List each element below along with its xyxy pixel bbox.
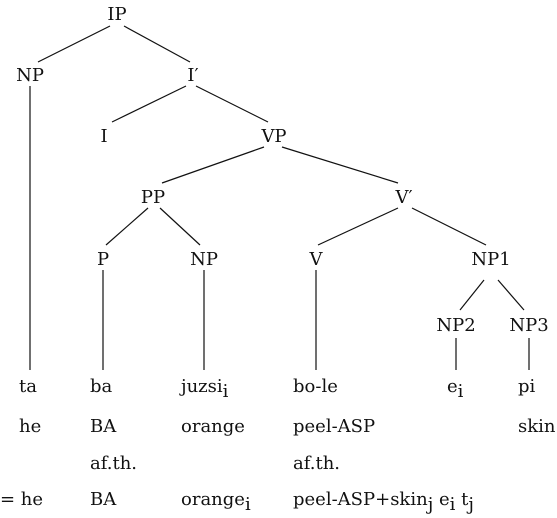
afth-row: af.th. af.th.: [90, 453, 340, 474]
gloss-he: he: [19, 416, 41, 437]
node-np1: NP1: [471, 249, 510, 270]
word-juzsi-index: i: [223, 381, 229, 402]
branch-vbar-v: [317, 207, 399, 246]
final-trace-t: t: [455, 489, 469, 510]
branch-ibar-i: [111, 85, 187, 123]
final-peel-stem: peel-ASP+skin: [293, 489, 428, 510]
word-pi: pi: [518, 376, 536, 397]
final-t-index-j: j: [466, 494, 474, 515]
final-he: = he: [0, 489, 43, 510]
gloss-orange: orange: [181, 416, 245, 437]
gloss-skin: skin: [518, 416, 556, 437]
node-v: V: [309, 249, 324, 270]
branch-pp-p: [105, 207, 149, 246]
final-orange-index: i: [245, 494, 251, 515]
word-juzsi: juzsii: [179, 376, 229, 402]
final-gloss-row: = he BA orangei peel-ASP+skinj ei tj: [0, 489, 474, 515]
node-np2: NP2: [436, 315, 475, 336]
word-e-stem: e: [447, 376, 458, 397]
tree-words: ta ba juzsii bo-le ei pi: [19, 376, 536, 402]
word-juzsi-stem: juzsi: [179, 376, 223, 397]
node-pp: PP: [141, 187, 165, 208]
final-ba: BA: [90, 489, 117, 510]
word-e: ei: [447, 376, 464, 402]
final-orange: orangei: [181, 489, 251, 515]
node-ip: IP: [107, 4, 126, 25]
word-bole: bo-le: [293, 376, 338, 397]
final-empty-e: e: [433, 489, 449, 510]
final-peel-trace: peel-ASP+skinj ei tj: [293, 489, 474, 515]
tree-nodes: IP NP I′ I VP PP V′ P NP V NP1 NP2 NP3: [16, 4, 549, 336]
gloss-ba: BA: [90, 416, 117, 437]
node-v-bar: V′: [394, 187, 412, 208]
node-np-object: NP: [190, 249, 218, 270]
word-ba: ba: [90, 376, 113, 397]
node-p: P: [97, 249, 109, 270]
afth-ba: af.th.: [90, 453, 137, 474]
gloss-row: he BA orange peel-ASP skin: [19, 416, 556, 437]
branch-np1-np2: [459, 279, 485, 311]
final-orange-stem: orange: [181, 489, 245, 510]
branch-ip-np: [37, 25, 111, 63]
branch-pp-np: [159, 207, 201, 246]
final-peel-index-j: j: [426, 494, 434, 515]
final-e-index-i: i: [450, 494, 456, 515]
afth-peel: af.th.: [293, 453, 340, 474]
node-np-subject: NP: [16, 65, 44, 86]
branch-vp-vbar: [281, 146, 399, 184]
branch-vp-pp: [161, 146, 265, 184]
node-np3: NP3: [509, 315, 548, 336]
branch-vbar-np1: [411, 207, 487, 246]
node-i-bar: I′: [187, 65, 198, 86]
gloss-peel-asp: peel-ASP: [293, 416, 375, 437]
word-ta: ta: [19, 376, 37, 397]
branch-np1-np3: [497, 279, 525, 311]
tree-branches: [29, 25, 530, 370]
node-i: I: [100, 126, 107, 147]
branch-ibar-vp: [195, 85, 269, 123]
word-e-index: i: [458, 381, 464, 402]
node-vp: VP: [260, 126, 286, 147]
branch-ip-ibar: [123, 25, 191, 63]
